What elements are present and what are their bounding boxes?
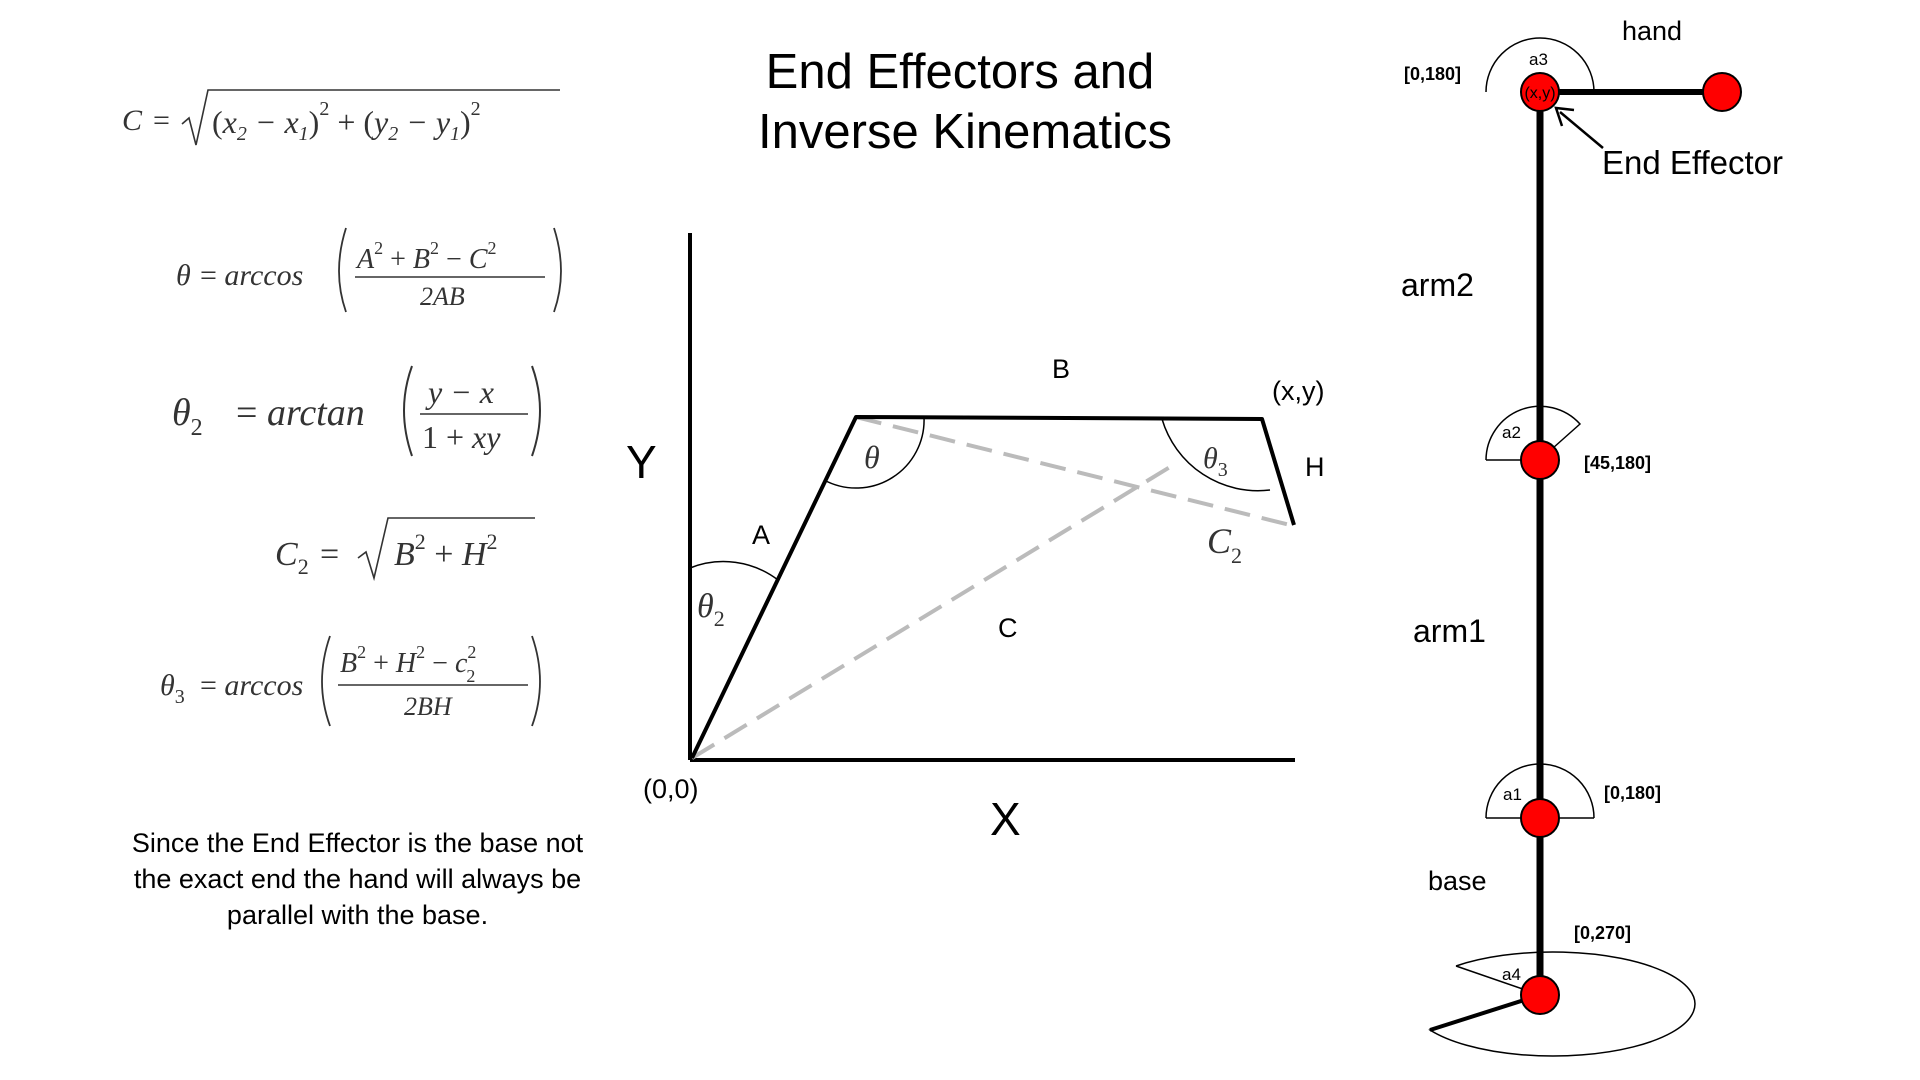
joint-a1-label: a1 (1503, 785, 1522, 804)
origin-label: (0,0) (643, 774, 699, 804)
arm1-label: arm1 (1413, 613, 1486, 649)
segment-c2-label: C2 (1207, 521, 1242, 568)
formula-c2-equals: = (320, 536, 339, 573)
end-effector-label: End Effector (1602, 144, 1783, 181)
robot-arm-diagram: (x,y) a3 a2 a1 a4 [0,180] [45,180] [0,18… (1401, 16, 1783, 1057)
angle-theta2-label: θ2 (697, 588, 725, 631)
joint-a2-range: [45,180] (1584, 453, 1651, 473)
base-label: base (1428, 866, 1487, 896)
x-axis-label: X (990, 793, 1021, 845)
joint-a1-range: [0,180] (1604, 783, 1661, 803)
angle-theta3-arc (1161, 418, 1271, 492)
joint-a1-dot (1520, 798, 1560, 838)
formula-theta-rhs: = arccos (200, 259, 303, 292)
end-effector-pointer-line (1559, 111, 1604, 149)
segment-c-dashed (690, 465, 1172, 760)
formula-theta-lhs: θ (176, 259, 191, 292)
formula-theta3-denominator: 2BH (404, 692, 453, 721)
y-axis-label: Y (626, 436, 657, 488)
angle-theta3-label: θ3 (1203, 442, 1228, 481)
angle-theta-label: θ (864, 439, 880, 475)
end-effector-point-label: (x,y) (1524, 85, 1555, 102)
segment-h-label: H (1305, 452, 1325, 482)
formula-distance-body: (x2 − x1)2 + (y2 − y1)2 (212, 98, 481, 145)
formula-c2-lhs: C2 (275, 536, 309, 579)
joint-a3-label: a3 (1529, 50, 1548, 69)
joint-a2-label: a2 (1502, 423, 1521, 442)
segment-a-label: A (752, 520, 770, 550)
formula-theta: θ = arccos A2 + B2 − C2 2AB (176, 227, 562, 313)
title-line-2: Inverse Kinematics (758, 105, 1172, 159)
formula-list: C = (x2 − x1)2 + (y2 − y1)2 θ = arccos A… (122, 89, 562, 727)
joint-a3-dot (1520, 72, 1560, 112)
formula-theta2: θ2 = arctan y − x 1 + xy (172, 365, 541, 457)
joint-a4-range: [0,270] (1574, 923, 1631, 943)
formula-c2-sqrt (357, 517, 535, 582)
joint-a4-label: a4 (1502, 965, 1521, 984)
joint-a2-arc (1485, 405, 1582, 461)
formula-theta2-numerator: y − x (425, 374, 494, 410)
hand-tip-dot (1702, 72, 1742, 112)
arm2-label: arm2 (1401, 267, 1474, 303)
formula-theta3-lhs: θ3 (160, 669, 185, 708)
end-effector-pointer-arrowhead (1554, 106, 1575, 127)
title-line-1: End Effectors and (766, 45, 1155, 99)
solid-arm-polyline (690, 415, 1296, 759)
formula-distance-lhs: C (122, 104, 143, 137)
joint-a4-dot (1520, 975, 1560, 1015)
formula-theta-paren-left (338, 227, 347, 313)
joint-a1-arc (1485, 763, 1595, 819)
geometry-diagram: Y X (0,0) A B C H C2 (x,y) θ θ2 θ3 (626, 233, 1325, 845)
formula-distance: C = (x2 − x1)2 + (y2 − y1)2 (122, 89, 560, 146)
endpoint-label: (x,y) (1272, 376, 1324, 406)
formula-theta-denominator: 2AB (420, 282, 465, 311)
formula-theta2-paren-right (531, 365, 541, 457)
joint-a3-range: [0,180] (1404, 64, 1461, 84)
formula-theta2-lhs: θ2 (172, 392, 203, 441)
joint-a3-arc (1485, 37, 1595, 93)
formula-theta-paren-right (553, 227, 562, 313)
formula-theta2-paren-left (403, 365, 413, 457)
formula-theta3-paren-right (531, 635, 541, 727)
joint-a4-ellipse (1428, 951, 1696, 1057)
angle-theta-arc (823, 416, 925, 489)
formula-theta2-rhs: = arctan (236, 392, 365, 434)
formula-theta3-paren-left (321, 635, 331, 727)
formula-theta3-rhs: = arccos (200, 669, 303, 702)
formula-distance-sqrt (181, 89, 560, 146)
formula-c2-body: B2 + H2 (394, 529, 498, 573)
hand-label: hand (1622, 16, 1682, 46)
note-text: Since the End Effector is the base not t… (131, 828, 584, 930)
joint-a2-dot (1520, 440, 1560, 480)
formula-distance-equals: = (153, 104, 170, 137)
segment-b-label: B (1052, 354, 1070, 384)
formula-theta-numerator: A2 + B2 − C2 (355, 238, 497, 275)
segment-c-label: C (998, 613, 1018, 643)
formula-c2: C2 = B2 + H2 (275, 517, 535, 582)
formula-theta2-denominator: 1 + xy (422, 419, 501, 455)
angle-theta2-arc (689, 560, 779, 581)
